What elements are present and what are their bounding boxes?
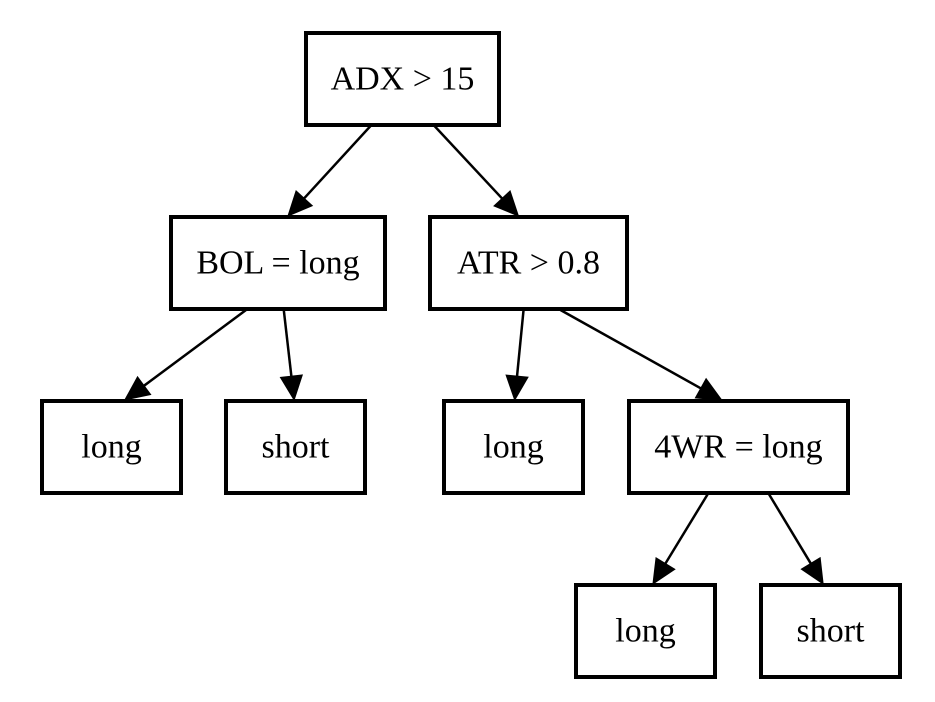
node-leaf1: long	[40, 399, 183, 495]
node-leaf3-label: long	[483, 429, 543, 466]
node-leaf3: long	[442, 399, 585, 495]
arrowhead-n3-to-leaf4	[652, 556, 676, 586]
node-leaf2-box	[224, 399, 367, 495]
node-n1-box	[169, 215, 387, 311]
edge-root-to-n1	[303, 125, 372, 200]
arrowhead-n2-to-n3	[694, 377, 723, 401]
node-n1-label: BOL = long	[196, 245, 359, 282]
node-leaf1-box	[40, 399, 183, 495]
arrowhead-n2-to-leaf3	[505, 374, 529, 402]
node-n1: BOL = long	[169, 215, 387, 311]
arrowhead-root-to-n1	[287, 189, 314, 217]
edges-layer	[123, 125, 824, 586]
node-leaf5-label: short	[797, 613, 866, 650]
node-n2-box	[428, 215, 629, 311]
node-root-label: ADX > 15	[331, 61, 475, 98]
node-leaf4-label: long	[615, 613, 675, 650]
node-leaf2-label: short	[262, 429, 331, 466]
edge-n3-to-leaf5	[767, 493, 812, 565]
node-n3: 4WR = long	[627, 399, 850, 495]
node-leaf3-box	[442, 399, 585, 495]
node-leaf5: short	[759, 583, 902, 679]
node-leaf5-box	[759, 583, 902, 679]
node-root-box	[304, 31, 501, 127]
edge-n3-to-leaf4	[664, 493, 709, 565]
node-leaf4: long	[574, 583, 717, 679]
node-leaf4-box	[574, 583, 717, 679]
edge-n1-to-leaf1	[143, 308, 247, 387]
edge-n1-to-leaf2	[282, 309, 293, 377]
node-n2: ATR > 0.8	[428, 215, 629, 311]
edge-n2-to-leaf3	[515, 309, 525, 377]
node-leaf1-label: long	[81, 429, 141, 466]
arrowhead-n1-to-leaf2	[279, 374, 304, 402]
arrowhead-n1-to-leaf1	[123, 375, 152, 401]
arrowhead-n3-to-leaf5	[800, 556, 824, 586]
arrowhead-root-to-n2	[493, 190, 520, 217]
edge-root-to-n2	[433, 125, 503, 200]
edge-n2-to-n3	[559, 308, 702, 390]
node-n3-label: 4WR = long	[654, 429, 822, 466]
node-root: ADX > 15	[304, 31, 501, 127]
node-n2-label: ATR > 0.8	[457, 245, 600, 282]
node-leaf2: short	[224, 399, 367, 495]
node-n3-box	[627, 399, 850, 495]
